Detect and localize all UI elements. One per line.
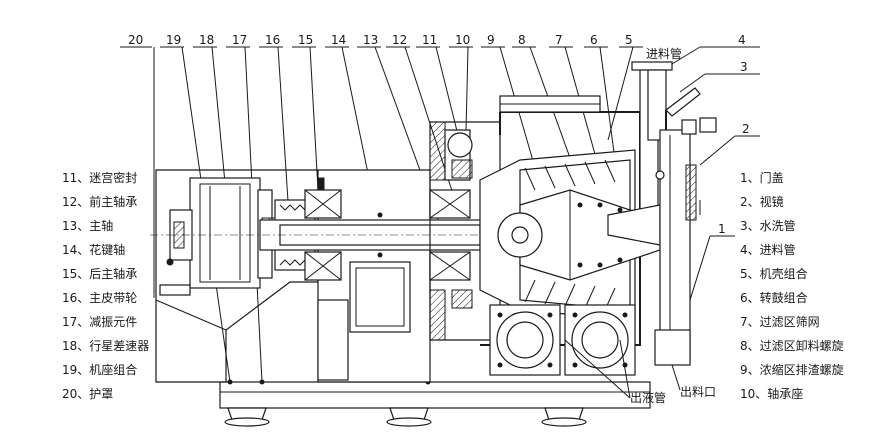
callout-15: 15 bbox=[298, 33, 313, 47]
legend-left-item: 16、主皮带轮 bbox=[62, 291, 137, 305]
legend-left-item: 18、行星差速器 bbox=[62, 339, 149, 353]
legend-right-item: 3、水洗管 bbox=[740, 218, 796, 233]
callout-17: 17 bbox=[232, 33, 247, 47]
callout-20: 20 bbox=[128, 33, 143, 47]
callout-10: 10 bbox=[455, 33, 470, 47]
rear-main-bearing bbox=[304, 177, 342, 281]
callout-1: 1 bbox=[718, 222, 726, 236]
machine-base bbox=[219, 379, 651, 427]
callout-13: 13 bbox=[363, 33, 378, 47]
legend-right-item: 9、浓缩区排渣螺旋 bbox=[740, 362, 844, 377]
sight-glass bbox=[685, 164, 701, 221]
legend-right-item: 8、过滤区卸料螺旋 bbox=[740, 338, 844, 353]
legend-left: 11、迷宫密封 12、前主轴承 13、主轴 14、花键轴 15、后主轴承 16、… bbox=[62, 170, 149, 401]
callout-8: 8 bbox=[518, 33, 526, 47]
callout-14: 14 bbox=[331, 33, 346, 47]
callout-7: 7 bbox=[555, 33, 563, 47]
callout-numbers: 20 19 18 17 16 15 14 13 12 11 10 9 8 7 6… bbox=[128, 33, 750, 236]
legend-left-item: 14、花键轴 bbox=[62, 242, 125, 257]
callout-12: 12 bbox=[392, 33, 407, 47]
callout-3: 3 bbox=[740, 60, 748, 74]
legend-right-item: 6、转鼓组合 bbox=[740, 290, 808, 305]
legend-left-item: 20、护罩 bbox=[62, 387, 113, 401]
door-cover bbox=[655, 117, 717, 361]
callout-6: 6 bbox=[590, 33, 598, 47]
legend-right: 1、门盖 2、视镜 3、水洗管 4、进料管 5、机壳组合 6、转鼓组合 7、过滤… bbox=[740, 170, 844, 401]
label-feed-pipe: 进料管 bbox=[646, 46, 682, 61]
vibration-foot bbox=[224, 407, 270, 427]
legend-left-item: 19、机座组合 bbox=[62, 362, 137, 377]
feed-pipe bbox=[607, 61, 673, 246]
legend-right-item: 4、进料管 bbox=[740, 242, 796, 257]
legend-left-item: 15、后主轴承 bbox=[62, 266, 137, 281]
label-overflow-pipe: 出液管 bbox=[630, 390, 666, 405]
callout-5: 5 bbox=[625, 33, 633, 47]
callout-9: 9 bbox=[487, 33, 495, 47]
legend-left-item: 17、减振元件 bbox=[62, 315, 137, 329]
legend-right-item: 5、机壳组合 bbox=[740, 266, 808, 281]
legend-right-item: 10、轴承座 bbox=[740, 386, 803, 401]
callout-18: 18 bbox=[199, 33, 214, 47]
discharge-outlet bbox=[654, 329, 691, 391]
callout-4: 4 bbox=[738, 33, 746, 47]
front-main-bearing bbox=[429, 189, 471, 281]
callout-16: 16 bbox=[265, 33, 280, 47]
legend-right-item: 2、视镜 bbox=[740, 194, 784, 209]
overflow-pipes bbox=[489, 304, 636, 399]
vibration-foot bbox=[541, 407, 587, 427]
bearing-housing bbox=[429, 121, 501, 341]
label-outlet: 出料口 bbox=[680, 385, 716, 399]
callout-19: 19 bbox=[166, 33, 181, 47]
legend-left-item: 12、前主轴承 bbox=[62, 194, 137, 209]
legend-left-item: 13、主轴 bbox=[62, 218, 113, 233]
callout-11: 11 bbox=[422, 33, 437, 47]
vibration-foot bbox=[386, 407, 432, 427]
legend-left-item: 11、迷宫密封 bbox=[62, 170, 137, 185]
callout-2: 2 bbox=[742, 122, 750, 136]
legend-right-item: 1、门盖 bbox=[740, 170, 784, 185]
legend-right-item: 7、过滤区筛网 bbox=[740, 314, 820, 329]
